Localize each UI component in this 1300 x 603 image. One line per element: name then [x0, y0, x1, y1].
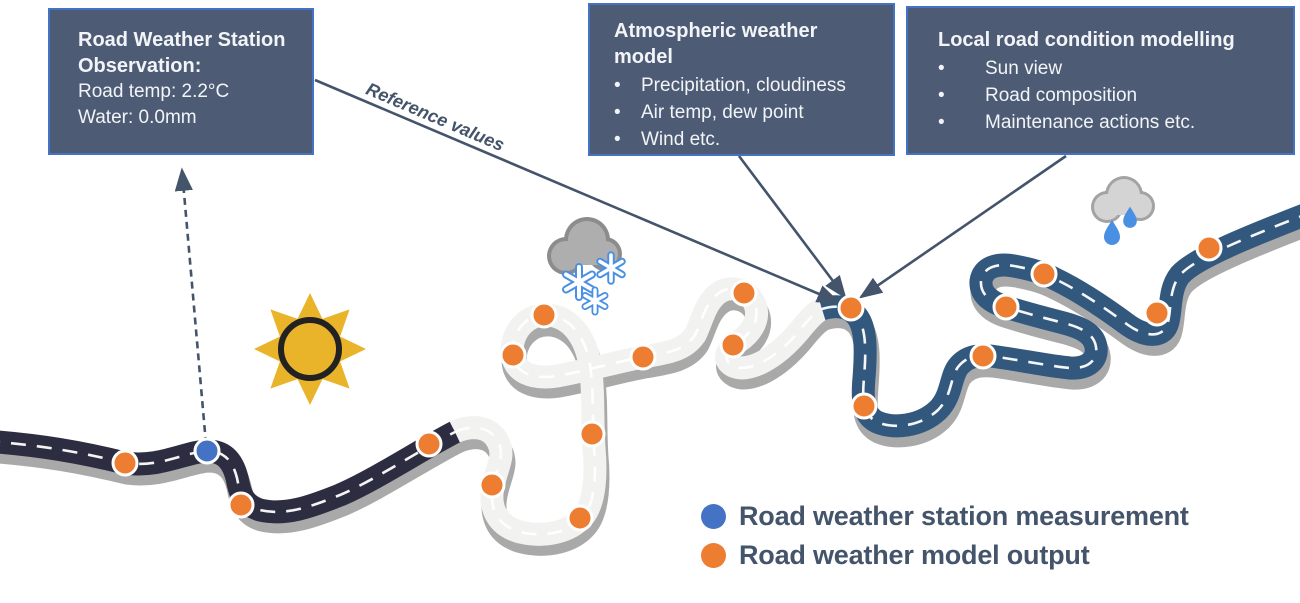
bullet-item: • Wind etc.: [614, 126, 885, 153]
connector-lines: [174, 78, 1067, 445]
callout-atmospheric-model: Atmospheric weather model • Precipitation…: [588, 3, 895, 156]
model-output-dot: [850, 392, 878, 420]
bullet-glyph: •: [938, 112, 945, 133]
snowflakes: [562, 251, 626, 316]
bullet-glyph: •: [614, 129, 621, 150]
model-output-dot: [578, 420, 606, 448]
bullet-glyph: •: [614, 75, 621, 96]
bullet-text: Precipitation, cloudiness: [641, 75, 846, 96]
model-output-dot: [566, 504, 594, 532]
model-output-dot: [1143, 299, 1171, 327]
bullet-item: • Maintenance actions etc.: [938, 109, 1285, 136]
legend-item-station: Road weather station measurement: [701, 501, 1189, 532]
model-output-dot: [111, 449, 139, 477]
observation-water: Water: 0.0mm: [78, 107, 197, 128]
raindrops: [1104, 206, 1137, 245]
model-output-dot: [701, 543, 726, 568]
callout-bullet-list: • Sun view • Road composition • Maintenance…: [938, 55, 1285, 136]
callout-title-line: Road Weather Station: [78, 29, 286, 51]
bullet-text: Air temp, dew point: [641, 102, 804, 123]
snow-cloud-icon: [547, 217, 626, 316]
bullet-item: • Road composition: [938, 82, 1285, 109]
atmospheric-model-arrow: [737, 155, 847, 300]
bullet-glyph: •: [938, 85, 945, 106]
model-output-dot: [1195, 234, 1223, 262]
bullet-text: Wind etc.: [641, 129, 721, 150]
bullet-item: • Sun view: [938, 55, 1285, 82]
sun-icon: [254, 293, 366, 405]
local-modelling-arrow: [858, 154, 1067, 299]
observation-road-temp: Road temp: 2.2°C: [78, 81, 230, 102]
callout-title-line: Observation:: [78, 55, 202, 77]
station-measurement-dot: [701, 504, 726, 529]
bullet-text: Sun view: [985, 58, 1063, 79]
model-output-dot: [730, 279, 758, 307]
legend-item-model: Road weather model output: [701, 540, 1189, 571]
bullet-glyph: •: [614, 102, 621, 123]
model-output-dot: [530, 301, 558, 329]
rain-cloud-icon: [1091, 176, 1155, 245]
callout-title-line: Local road condition modelling: [938, 29, 1235, 51]
callout-bullet-list: • Precipitation, cloudiness • Air temp, de…: [614, 72, 885, 153]
bullet-text: Road composition: [985, 85, 1138, 106]
bullet-text: Maintenance actions etc.: [985, 112, 1196, 133]
model-output-dot: [969, 342, 997, 370]
model-output-dot: [837, 294, 865, 322]
model-output-dot: [719, 331, 747, 359]
station-observation-arrow: [174, 167, 208, 445]
bullet-glyph: •: [938, 58, 945, 79]
bullet-item: • Air temp, dew point: [614, 99, 885, 126]
model-output-dot: [992, 293, 1020, 321]
model-output-dot: [227, 491, 255, 519]
legend-label: Road weather station measurement: [739, 501, 1189, 531]
callout-station-observation: Road Weather Station Observation: Road t…: [48, 8, 314, 155]
reference-values-line: [314, 78, 841, 304]
station-measurement-dot: [193, 437, 221, 465]
callout-title-line: Atmospheric weather: [614, 20, 818, 42]
model-output-dot: [629, 343, 657, 371]
legend: Road weather station measurement Road we…: [701, 501, 1189, 571]
callout-local-modelling: Local road condition modelling • Sun view…: [906, 6, 1295, 155]
legend-label: Road weather model output: [739, 540, 1090, 570]
model-output-dot: [499, 341, 527, 369]
model-output-dot: [478, 471, 506, 499]
model-output-dot: [1030, 260, 1058, 288]
callout-title-line: model: [614, 46, 673, 68]
model-output-dot: [415, 430, 443, 458]
bullet-item: • Precipitation, cloudiness: [614, 72, 885, 99]
